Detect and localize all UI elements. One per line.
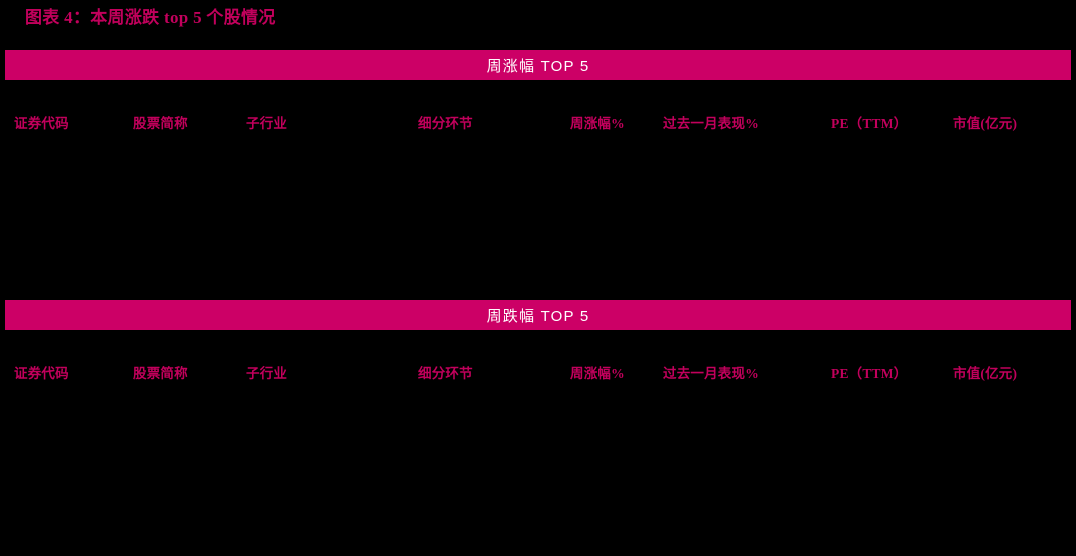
column-header-stock-name: 股票简称 bbox=[133, 116, 188, 131]
column-header-pe-ttm: PE（TTM） bbox=[831, 366, 908, 381]
table-gainers-header-row: 证券代码 股票简称 子行业 细分环节 周涨幅% 过去一月表现% PE（TTM） … bbox=[5, 80, 1071, 131]
column-header-weekly-change: 周涨幅% bbox=[570, 366, 625, 381]
column-header-past-month-perf: 过去一月表现% bbox=[663, 116, 759, 131]
table-losers-header-row: 证券代码 股票简称 子行业 细分环节 周涨幅% 过去一月表现% PE（TTM） … bbox=[5, 330, 1071, 381]
table-weekly-gainers: 周涨幅 TOP 5 证券代码 股票简称 子行业 细分环节 周涨幅% 过去一月表现… bbox=[5, 50, 1071, 298]
column-header-past-month-perf: 过去一月表现% bbox=[663, 366, 759, 381]
column-header-market-cap: 市值(亿元) bbox=[953, 366, 1018, 381]
column-header-security-code: 证券代码 bbox=[14, 116, 69, 131]
figure-title: 图表 4：本周涨跌 top 5 个股情况 bbox=[25, 8, 276, 27]
table-gainers-body bbox=[5, 108, 1071, 298]
column-header-sub-industry: 子行业 bbox=[246, 366, 288, 381]
table-losers-band-title: 周跌幅 TOP 5 bbox=[486, 307, 590, 325]
column-header-sub-industry: 子行业 bbox=[246, 116, 288, 131]
column-header-market-cap: 市值(亿元) bbox=[953, 116, 1018, 131]
table-weekly-losers: 周跌幅 TOP 5 证券代码 股票简称 子行业 细分环节 周涨幅% 过去一月表现… bbox=[5, 300, 1071, 554]
column-header-stock-name: 股票简称 bbox=[133, 366, 188, 381]
column-header-pe-ttm: PE（TTM） bbox=[831, 116, 908, 131]
column-header-segment: 细分环节 bbox=[418, 366, 473, 381]
column-header-weekly-change: 周涨幅% bbox=[570, 116, 625, 131]
table-losers-body bbox=[5, 358, 1071, 554]
column-header-security-code: 证券代码 bbox=[14, 366, 69, 381]
table-gainers-band-title: 周涨幅 TOP 5 bbox=[486, 57, 590, 75]
table-losers-band: 周跌幅 TOP 5 bbox=[5, 300, 1071, 330]
column-header-segment: 细分环节 bbox=[418, 116, 473, 131]
table-gainers-band: 周涨幅 TOP 5 bbox=[5, 50, 1071, 80]
